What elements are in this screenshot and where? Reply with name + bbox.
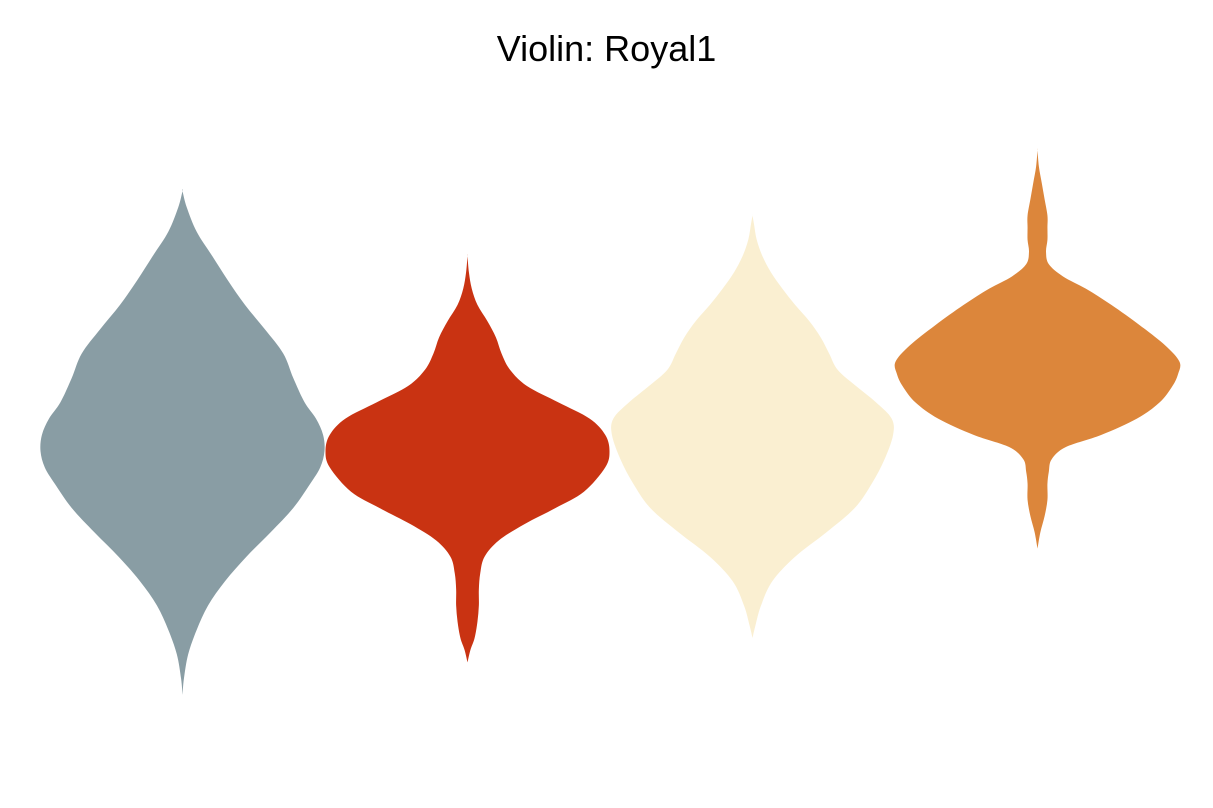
violin-3	[611, 214, 894, 638]
violin-4	[894, 148, 1181, 549]
violin-2	[325, 254, 610, 663]
chart-title: Violin: Royal1	[496, 28, 717, 69]
violin-1	[40, 189, 325, 695]
